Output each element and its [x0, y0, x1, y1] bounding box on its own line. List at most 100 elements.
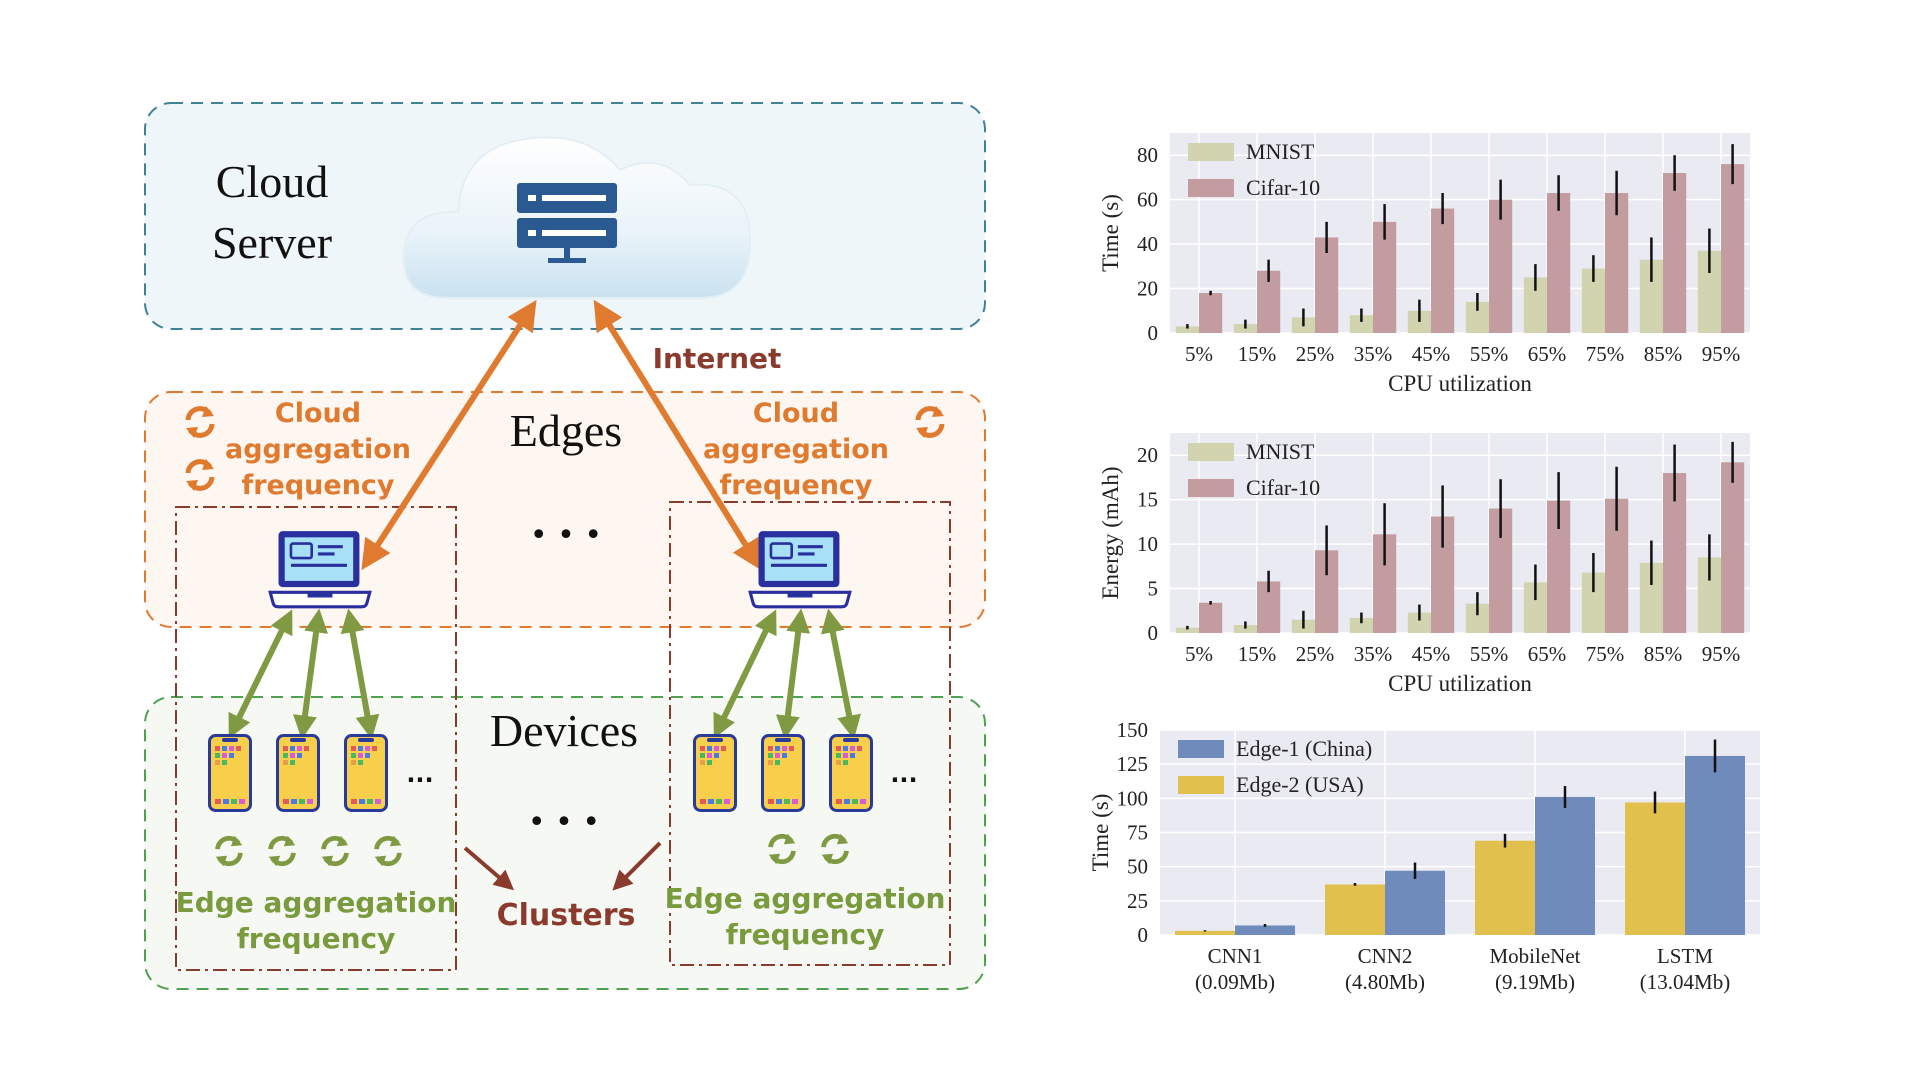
- y-tick-label: 100: [1117, 786, 1149, 810]
- devices-title: Devices: [490, 705, 638, 756]
- smartphone-icon: [693, 734, 737, 812]
- x-tick-label: 85%: [1644, 642, 1683, 666]
- cluster-arrow-right: [612, 841, 662, 891]
- legend-label: MNIST: [1246, 439, 1315, 464]
- internet-arrow-right: [593, 299, 762, 571]
- x-tick-label: LSTM: [1657, 944, 1713, 968]
- bar-edge-1-china-: [1235, 925, 1295, 935]
- y-tick-label: 5: [1148, 577, 1159, 601]
- legend-swatch: [1178, 776, 1224, 794]
- y-tick-label: 40: [1137, 232, 1158, 256]
- legend-swatch: [1188, 143, 1234, 161]
- bar-mnist: [1697, 250, 1721, 333]
- hierarchical-fl-diagram: Cloud Server Edges Devices Internet Clou…: [144, 102, 986, 990]
- y-tick-label: 75: [1127, 821, 1148, 845]
- x-tick-label: 25%: [1296, 342, 1335, 366]
- bar-cifar-10: [1373, 221, 1397, 333]
- x-tick-label: 65%: [1528, 342, 1567, 366]
- cloud-freq-right-2: aggregation: [703, 434, 889, 465]
- edge-freq-left-2: frequency: [237, 922, 396, 955]
- edge-freq-right-2: frequency: [726, 918, 885, 951]
- bar-cifar-10: [1257, 270, 1281, 333]
- y-tick-label: 150: [1117, 722, 1149, 742]
- x-tick-label: 15%: [1238, 642, 1277, 666]
- x-tick-label: 35%: [1354, 342, 1393, 366]
- bar-mnist: [1581, 572, 1605, 633]
- bar-mnist: [1639, 259, 1663, 333]
- x-tick-label: 75%: [1586, 642, 1625, 666]
- device-ellipsis-right: ...: [890, 760, 917, 788]
- bar-mnist: [1523, 582, 1547, 633]
- cloud-title-line2: Server: [212, 217, 332, 268]
- device-ellipsis-left: ...: [406, 760, 433, 788]
- bar-cifar-10: [1315, 237, 1339, 333]
- y-tick-label: 80: [1137, 143, 1158, 167]
- smartphone-icon: [761, 734, 805, 812]
- bar-mnist: [1349, 315, 1373, 333]
- x-tick-label: 75%: [1586, 342, 1625, 366]
- x-tick-label: 65%: [1528, 642, 1567, 666]
- bar-cifar-10: [1431, 516, 1455, 633]
- y-tick-label: 0: [1138, 923, 1149, 947]
- bar-cifar-10: [1721, 462, 1745, 633]
- y-tick-label: 15: [1137, 488, 1158, 512]
- time-cpu-utilization-chart: 0204060805%15%25%35%45%55%65%75%85%95%CP…: [1098, 133, 1750, 396]
- y-tick-label: 20: [1137, 277, 1158, 301]
- x-tick-label: 5%: [1185, 342, 1213, 366]
- bar-cifar-10: [1199, 293, 1223, 333]
- edge-dots: • • •: [530, 518, 602, 553]
- bar-edge-2-usa-: [1325, 884, 1385, 935]
- bar-mnist: [1581, 268, 1605, 333]
- cloud-aggregation-frequency-left: Cloud aggregation frequency: [225, 398, 411, 501]
- device-edge-arrow: [821, 608, 861, 740]
- legend-label: Cifar-10: [1246, 175, 1320, 200]
- x-tick-label: 45%: [1412, 642, 1451, 666]
- x-tick-label: 5%: [1185, 642, 1213, 666]
- bar-cifar-10: [1721, 164, 1745, 333]
- cloud-freq-left-1: Cloud: [275, 398, 361, 429]
- cloud-freq-right-3: frequency: [719, 470, 872, 501]
- x-tick-label: (4.80Mb): [1345, 970, 1425, 994]
- x-tick-label: CNN1: [1208, 944, 1263, 968]
- bar-cifar-10: [1663, 173, 1687, 333]
- device-edge-arrow: [340, 608, 380, 740]
- legend-label: Edge-1 (China): [1236, 736, 1372, 761]
- smartphone-icon: [276, 734, 320, 812]
- device-edge-arrow: [293, 608, 328, 740]
- y-axis-label: Time (s): [1088, 794, 1113, 872]
- bar-mnist: [1175, 627, 1199, 633]
- cloud-freq-left-2: aggregation: [225, 434, 411, 465]
- bar-cifar-10: [1257, 581, 1281, 633]
- x-tick-label: 15%: [1238, 342, 1277, 366]
- y-axis-label: Energy (mAh): [1098, 466, 1123, 599]
- bar-mnist: [1697, 557, 1721, 633]
- x-tick-label: 55%: [1470, 342, 1509, 366]
- cloud-freq-right-1: Cloud: [753, 398, 839, 429]
- cloud-icon: [402, 136, 752, 299]
- bar-cifar-10: [1489, 199, 1513, 333]
- bar-cifar-10: [1315, 550, 1339, 633]
- edge-aggregation-frequency-left: Edge aggregation frequency: [176, 886, 457, 955]
- y-tick-label: 50: [1127, 855, 1148, 879]
- bar-mnist: [1523, 277, 1547, 333]
- y-tick-label: 10: [1137, 532, 1158, 556]
- edge-freq-left-1: Edge aggregation: [176, 886, 457, 919]
- bar-edge-2-usa-: [1175, 930, 1235, 935]
- edge-freq-right-1: Edge aggregation: [665, 882, 946, 915]
- x-tick-label: (13.04Mb): [1640, 970, 1730, 994]
- bar-mnist: [1233, 625, 1257, 633]
- legend-swatch: [1188, 443, 1234, 461]
- server-icon: [517, 183, 617, 263]
- smartphone-icon: [344, 734, 388, 812]
- bar-mnist: [1407, 612, 1431, 633]
- legend-label: MNIST: [1246, 139, 1315, 164]
- bar-cifar-10: [1489, 508, 1513, 633]
- bar-mnist: [1175, 326, 1199, 333]
- bar-cifar-10: [1431, 208, 1455, 333]
- device-dots: • • •: [528, 805, 600, 840]
- bar-edge-2-usa-: [1625, 802, 1685, 935]
- x-tick-label: 85%: [1644, 342, 1683, 366]
- x-tick-label: 35%: [1354, 642, 1393, 666]
- x-tick-label: 55%: [1470, 642, 1509, 666]
- y-tick-label: 125: [1117, 752, 1149, 776]
